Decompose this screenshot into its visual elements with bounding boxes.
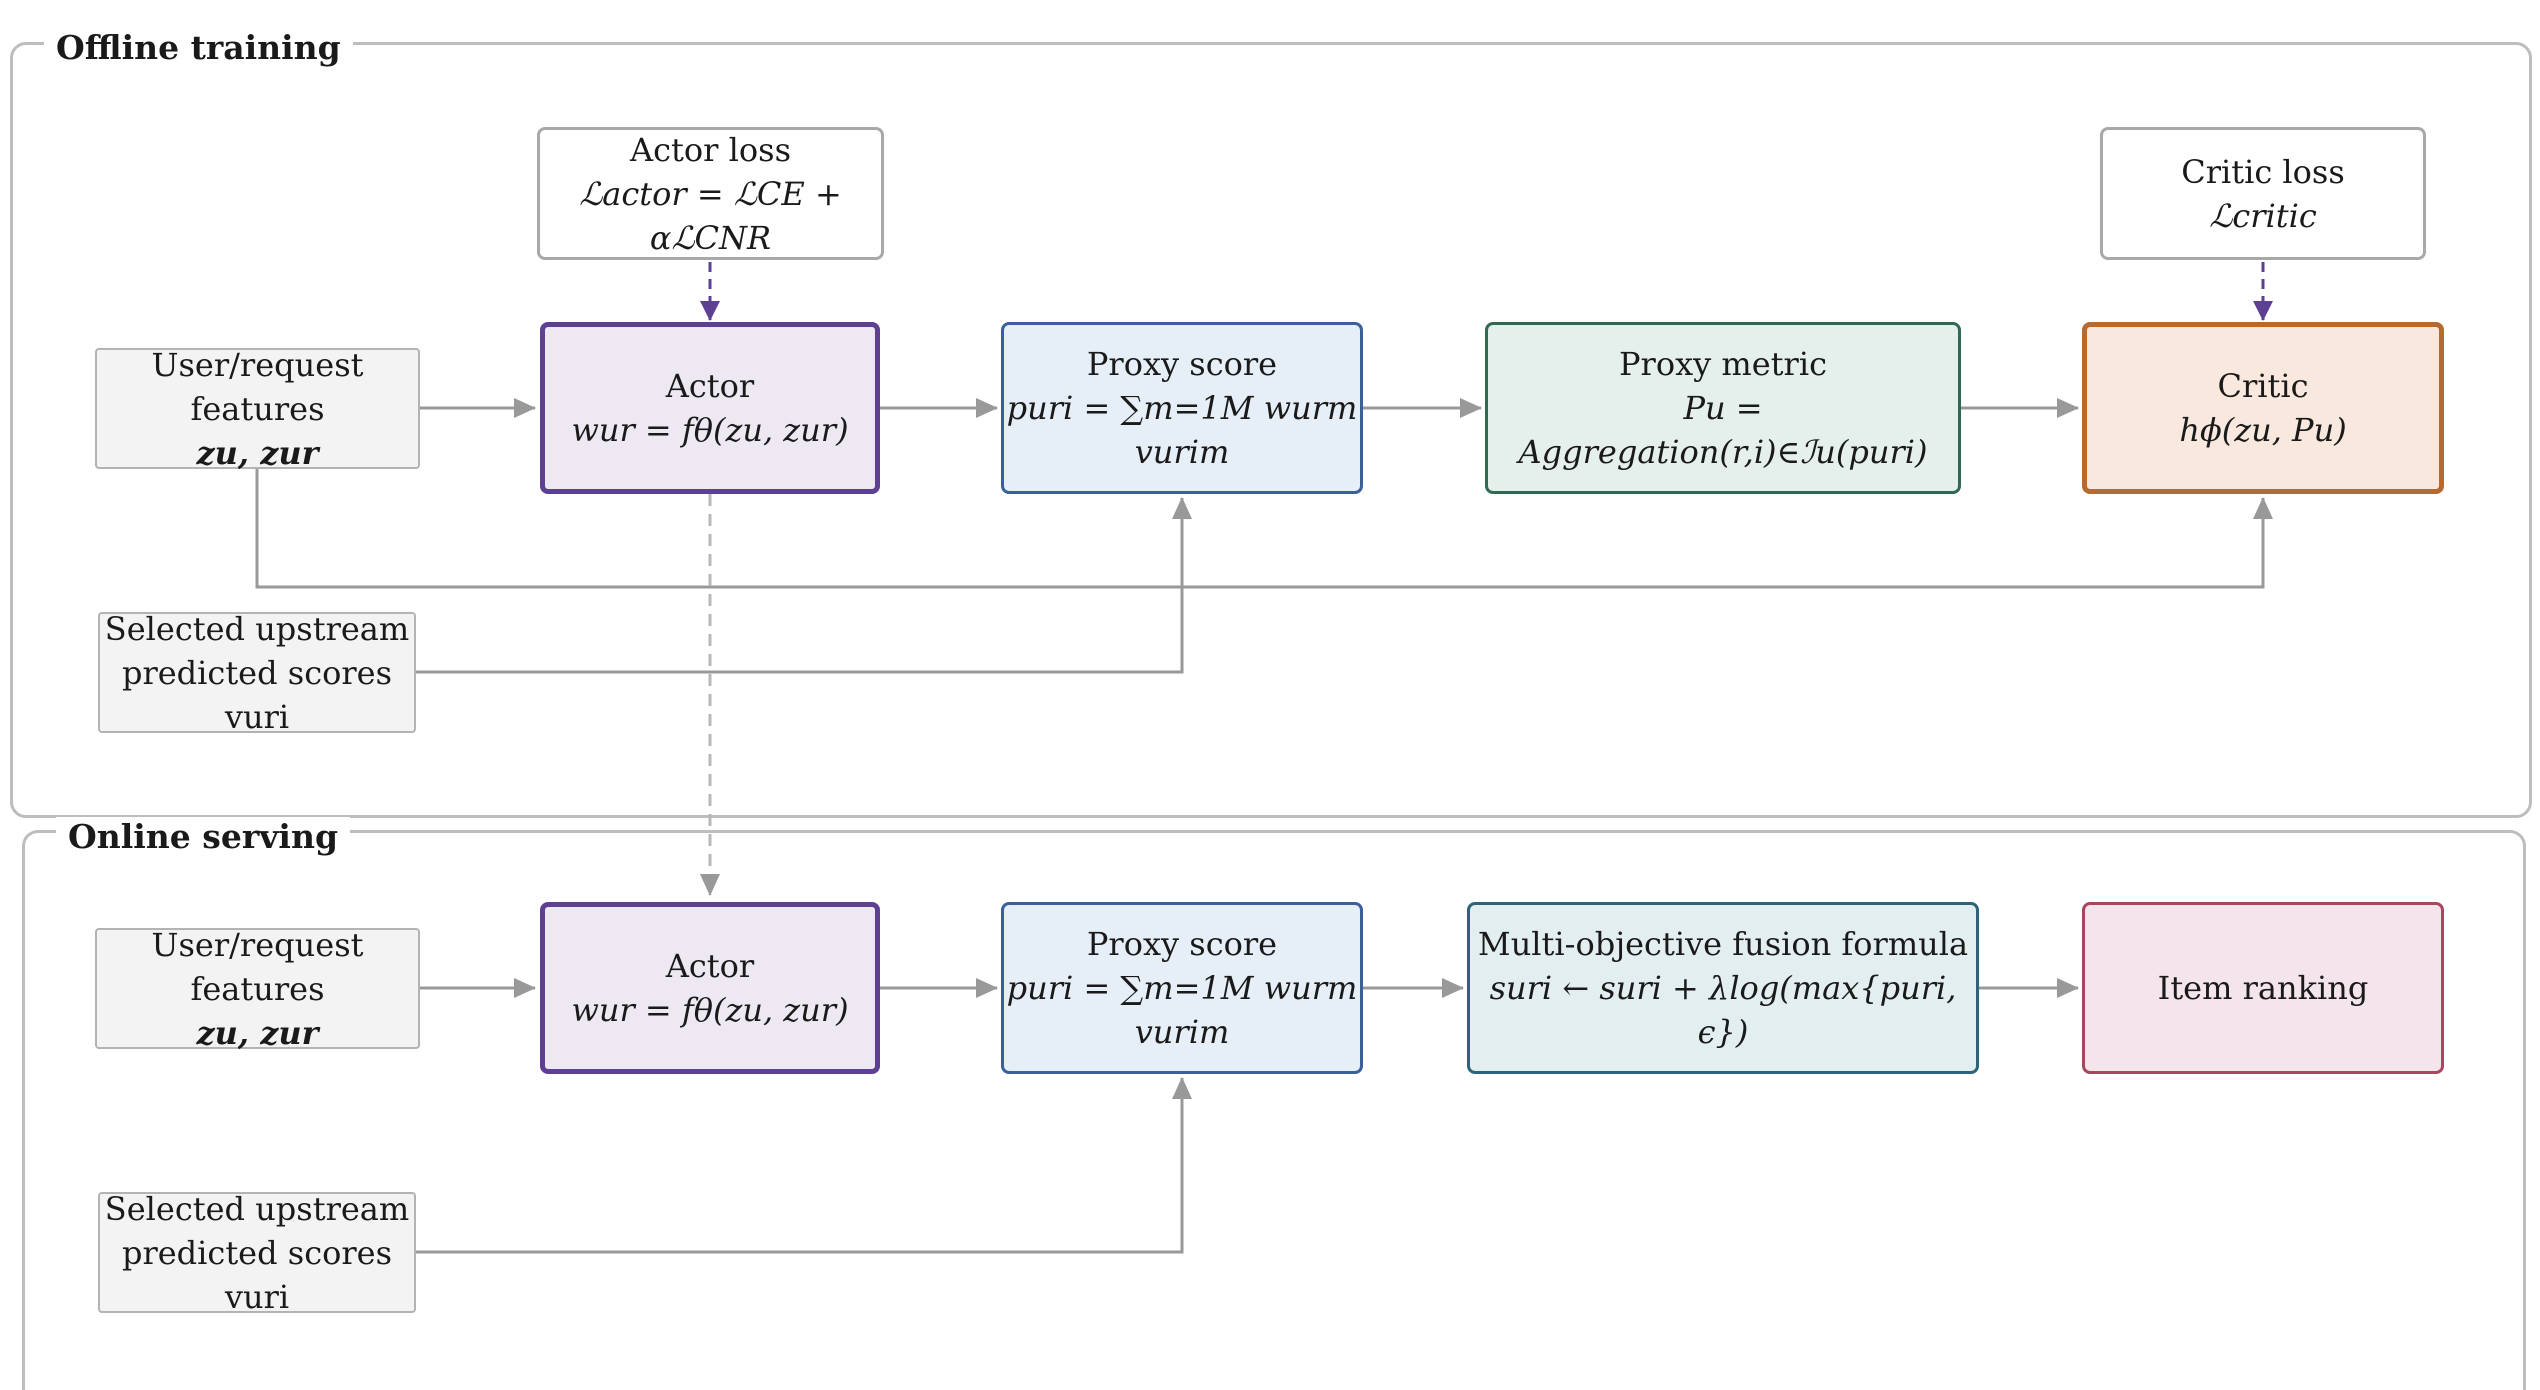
fusion-formula-box: Multi-objective fusion formula suri ← su… [1467, 902, 1979, 1074]
online-user-features-formula: zu, zur [196, 1013, 319, 1052]
online-user-features-box: User/request features zu, zur [95, 926, 420, 1052]
actor-loss-label: Actor loss [630, 130, 791, 169]
online-proxy-score-box: Proxy score puri = ∑m=1M wurm vurim [1001, 902, 1363, 1074]
user-features-formula: zu, zur [196, 433, 319, 472]
critic-formula: hϕ(zu, Pu) [2179, 411, 2347, 449]
online-upstream-line2: predicted scores vuri [121, 1233, 393, 1316]
fusion-formula: suri ← suri + λlog(max{puri, ϵ}) [1489, 969, 1957, 1051]
online-actor-formula: wur = fθ(zu, zur) [571, 991, 849, 1029]
proxy-score-label: Proxy score [1086, 345, 1278, 383]
online-actor-label: Actor [665, 947, 755, 985]
proxy-metric-label: Proxy metric [1619, 345, 1827, 383]
offline-upstream-scores-box: Selected upstream predicted scores vuri [98, 610, 416, 736]
critic-loss-formula: ℒcritic [2209, 196, 2317, 235]
critic-loss-label: Critic loss [2181, 152, 2345, 191]
proxy-metric-box: Proxy metric Pu = Aggregation(r,i)∈ℐu(pu… [1485, 322, 1961, 494]
online-serving-title: Online serving [56, 817, 351, 857]
actor-formula: wur = fθ(zu, zur) [571, 411, 849, 449]
upstream-line1: Selected upstream [104, 609, 410, 648]
offline-training-title: Offline training [44, 28, 353, 68]
critic-box: Critic hϕ(zu, Pu) [2082, 322, 2444, 494]
online-serving-panel [22, 830, 2526, 1390]
offline-training-panel [10, 42, 2532, 818]
fusion-label: Multi-objective fusion formula [1477, 925, 1969, 963]
proxy-metric-formula: Pu = Aggregation(r,i)∈ℐu(puri) [1518, 389, 1928, 471]
proxy-score-formula: puri = ∑m=1M wurm vurim [1006, 389, 1358, 471]
item-ranking-box: Item ranking [2082, 902, 2444, 1074]
critic-loss-box: Critic loss ℒcritic [2100, 127, 2426, 260]
user-features-label: User/request features [151, 345, 364, 428]
offline-proxy-score-box: Proxy score puri = ∑m=1M wurm vurim [1001, 322, 1363, 494]
edge-features-to-critic [255, 469, 2273, 589]
online-actor-box: Actor wur = fθ(zu, zur) [540, 902, 880, 1074]
online-upstream-line1: Selected upstream [104, 1189, 410, 1228]
critic-label: Critic [2217, 367, 2309, 405]
offline-actor-box: Actor wur = fθ(zu, zur) [540, 322, 880, 494]
actor-loss-box: Actor loss ℒactor = ℒCE + αℒCNR [537, 127, 884, 260]
online-upstream-scores-box: Selected upstream predicted scores vuri [98, 1190, 416, 1316]
online-proxy-score-formula: puri = ∑m=1M wurm vurim [1006, 969, 1358, 1051]
actor-loss-formula: ℒactor = ℒCE + αℒCNR [579, 174, 842, 257]
upstream-line2: predicted scores vuri [121, 653, 393, 736]
actor-label: Actor [665, 367, 755, 405]
item-ranking-label: Item ranking [2157, 969, 2369, 1007]
online-proxy-score-label: Proxy score [1086, 925, 1278, 963]
offline-user-features-box: User/request features zu, zur [95, 346, 420, 472]
edge-upstream-to-proxyscore [416, 497, 1192, 674]
edge-online-upstream-to-proxyscore [416, 1077, 1192, 1254]
online-user-features-label: User/request features [151, 925, 364, 1008]
